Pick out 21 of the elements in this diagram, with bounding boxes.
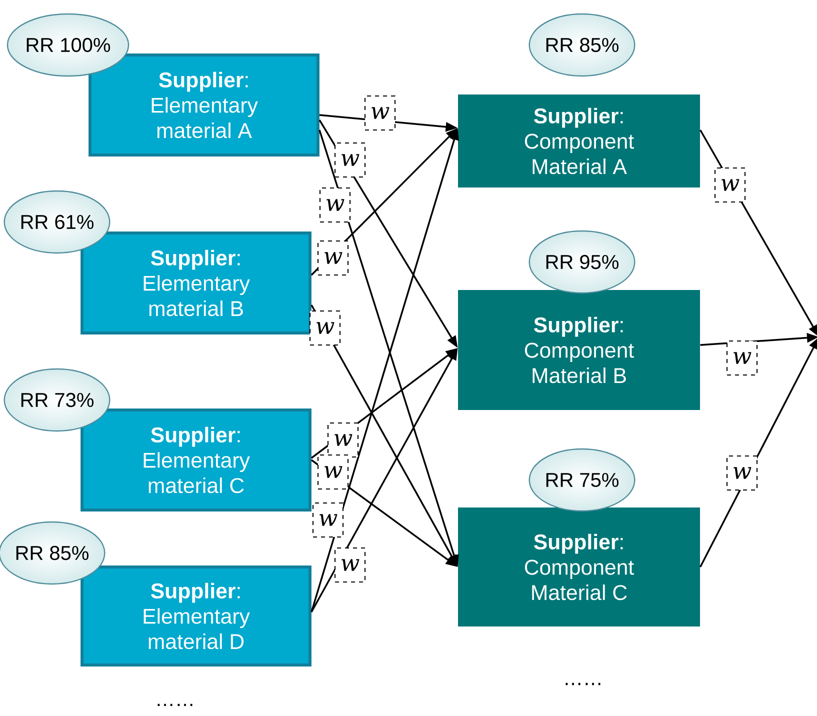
edge-label: w — [726, 455, 758, 491]
supplier-box: Supplier: Elementary material A — [88, 54, 320, 156]
edge-label: w — [319, 187, 351, 223]
edge-label: w — [714, 167, 746, 203]
supplier-box: Supplier: Component Material C — [458, 508, 700, 626]
edge-label: w — [327, 422, 359, 458]
ellipsis-text: …… — [566, 682, 600, 686]
edge-label: w — [317, 454, 349, 490]
edge-label: w — [334, 142, 366, 178]
supplier-box: Supplier: Component Material B — [458, 290, 700, 410]
supplier-box: Supplier: Elementary material C — [80, 408, 312, 512]
edge-label: w — [317, 240, 349, 276]
edge-label: w — [364, 95, 396, 131]
edge-label: w — [726, 340, 758, 376]
supplier-box: Supplier: Component Material A — [458, 94, 700, 188]
edge-label: w — [309, 310, 341, 346]
supplier-box: Supplier: Elementary material D — [80, 566, 312, 666]
supplier-box: Supplier: Elementary material B — [80, 232, 312, 334]
edge-label: w — [312, 502, 344, 538]
ellipsis-text: …… — [158, 704, 192, 706]
edge-label: w — [334, 547, 366, 583]
